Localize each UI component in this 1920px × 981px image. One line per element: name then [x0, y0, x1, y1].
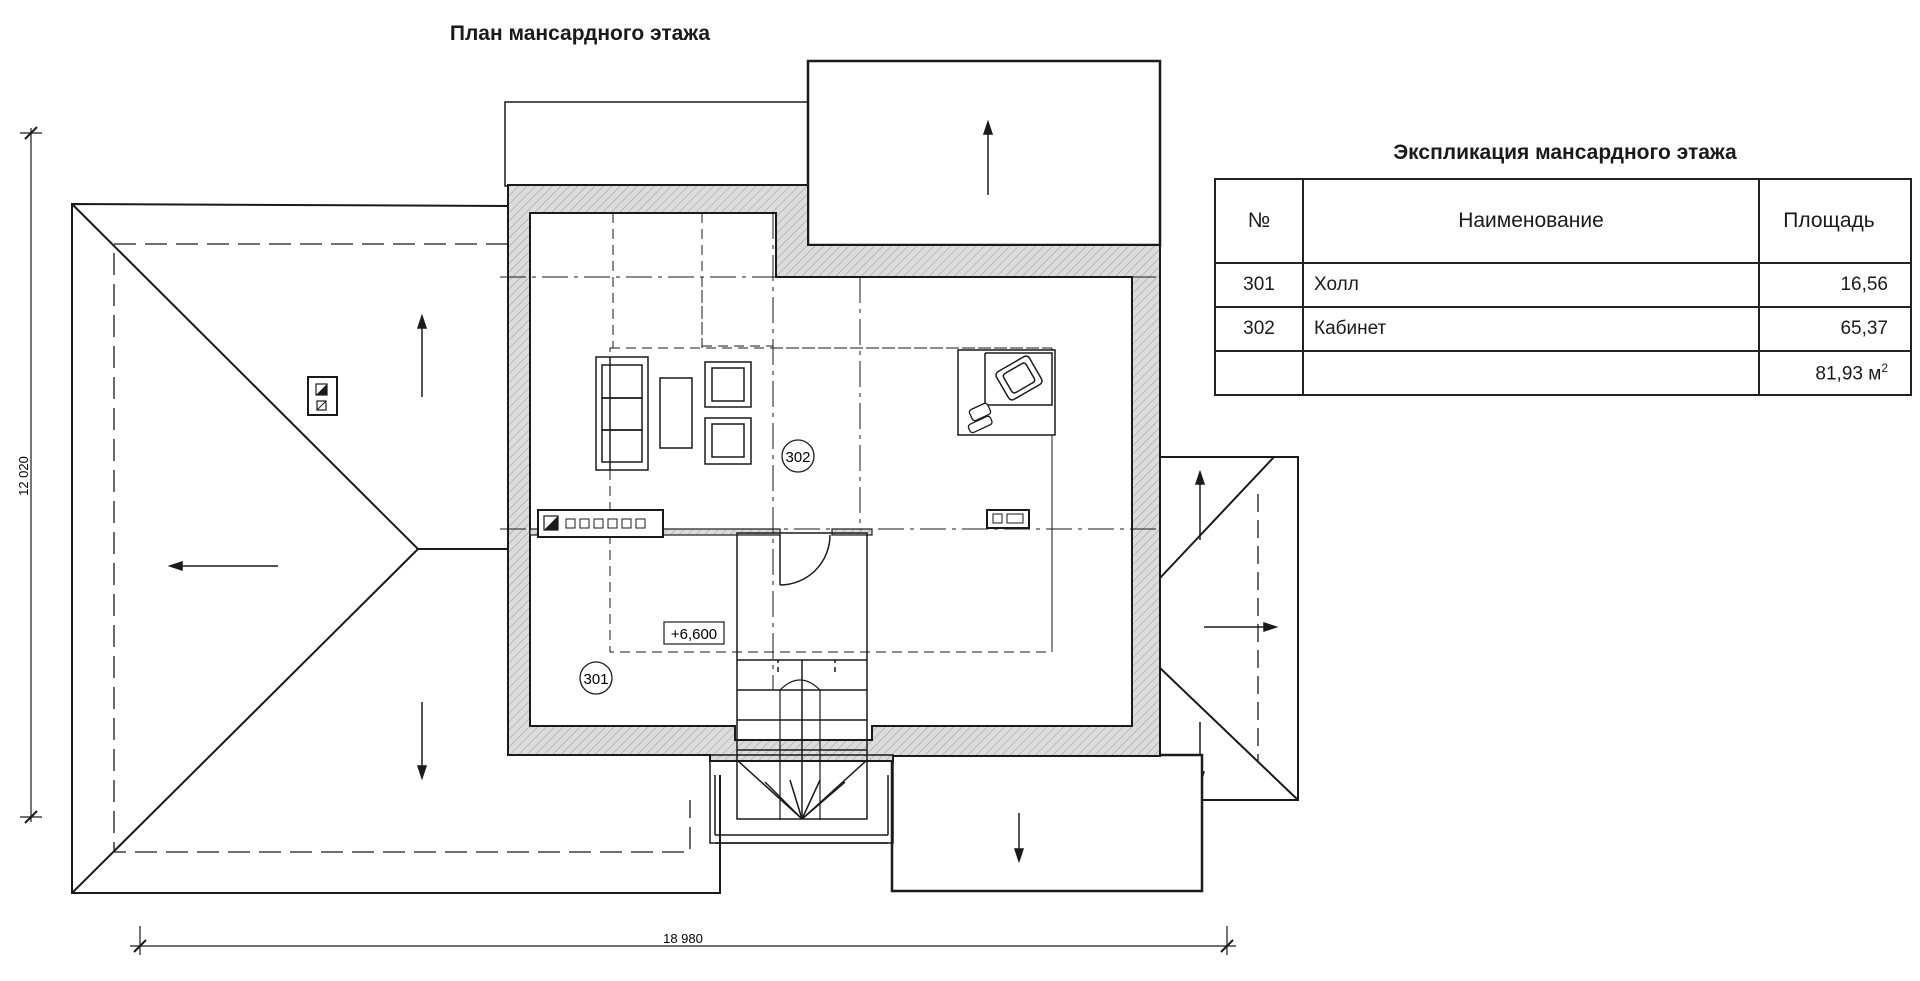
svg-text:302: 302	[785, 449, 810, 466]
explication-table: № Наименование Площадь 301 Холл 16,56 30…	[1214, 178, 1912, 396]
desk-phone	[967, 402, 993, 434]
total-no-empty	[1214, 350, 1304, 396]
office-chair	[995, 355, 1043, 401]
row-area: 65,37	[1758, 306, 1912, 352]
right-hip-roof	[1159, 456, 1299, 801]
armchair-top	[704, 361, 752, 408]
table-row: 302 Кабинет 65,37	[1214, 306, 1912, 352]
explication-title: Экспликация мансардного этажа	[1393, 141, 1737, 164]
room-tag-301: 301	[579, 661, 613, 695]
slope-arrows-right	[1194, 469, 1279, 787]
total-name-empty	[1302, 350, 1760, 396]
total-area-unit-sup: 2	[1881, 360, 1888, 375]
svg-text:+6,600: +6,600	[671, 626, 717, 643]
total-area: 81,93 м2	[1758, 350, 1912, 396]
table-header-row: № Наименование Площадь	[1214, 178, 1912, 264]
header-no: №	[1214, 178, 1304, 264]
slope-arrow-top	[982, 119, 994, 195]
plan-title: План мансардного этажа	[449, 22, 711, 45]
top-right-roof	[806, 59, 1162, 247]
svg-text:301: 301	[583, 671, 608, 688]
level-mark: +6,600	[663, 621, 725, 645]
table-row: 301 Холл 16,56	[1214, 262, 1912, 308]
door	[779, 534, 831, 586]
slope-arrow-bottom	[1013, 813, 1025, 864]
header-name: Наименование	[1302, 178, 1760, 264]
row-area: 16,56	[1758, 262, 1912, 308]
stair-wall-right	[831, 528, 873, 536]
armchair-bottom	[704, 417, 752, 465]
sofa	[595, 356, 649, 471]
row-name: Кабинет	[1302, 306, 1760, 352]
dimension-height-label: 12 020	[16, 456, 31, 496]
dimension-height	[20, 126, 42, 824]
left-roof-eave-dashed	[113, 243, 691, 853]
table-total-row: 81,93 м2	[1214, 350, 1912, 396]
left-hip-roof	[71, 202, 721, 894]
total-area-value: 81,93 м	[1815, 363, 1882, 385]
radiator-left	[537, 509, 664, 538]
slope-arrows-left	[167, 313, 428, 781]
bottom-right-roof	[890, 753, 1204, 893]
row-no: 302	[1214, 306, 1304, 352]
room-tag-302: 302	[781, 439, 815, 473]
dimension-width-label: 18 980	[663, 931, 703, 946]
radiator-right	[986, 509, 1030, 529]
top-left-gable	[504, 101, 810, 187]
staircase	[736, 532, 868, 820]
chimney-icon	[307, 376, 338, 416]
row-name: Холл	[1302, 262, 1760, 308]
header-area: Площадь	[1758, 178, 1912, 264]
coffee-table	[659, 377, 693, 449]
dimension-width	[130, 926, 1236, 955]
row-no: 301	[1214, 262, 1304, 308]
